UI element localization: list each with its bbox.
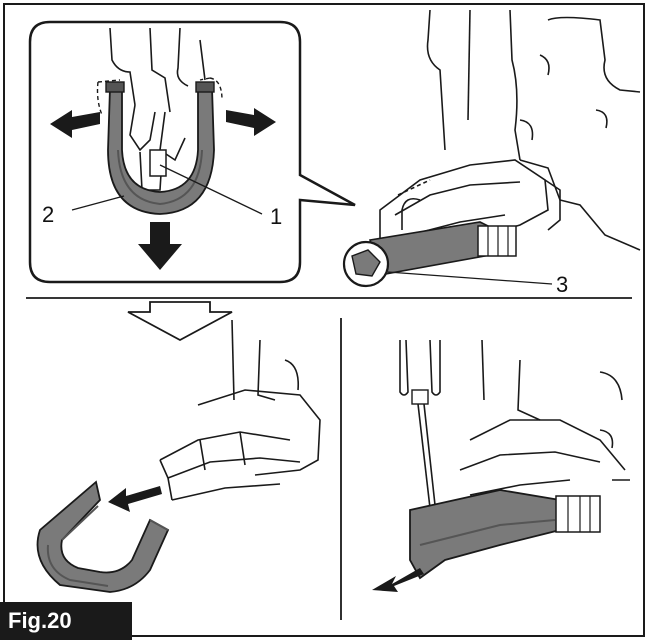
arrow-pull-down: [138, 222, 182, 270]
figure-frame: [3, 3, 645, 637]
clip-being-pried: [409, 489, 561, 580]
screwdriver-handle: [399, 339, 441, 396]
clip-hook-right: [195, 81, 215, 93]
step-arrow-hollow: [127, 301, 233, 342]
arrow-spread-right: [226, 108, 276, 136]
arrow-pull-out: [108, 486, 162, 512]
leader-2: [71, 195, 125, 211]
guide-collar-right: [555, 495, 601, 533]
stud-part-1: [149, 149, 167, 177]
arrow-pry-direction: [372, 568, 424, 592]
screwdriver-view: [372, 339, 630, 592]
callout-2: 2: [42, 202, 54, 227]
figure-label: Fig.20: [0, 602, 132, 640]
dashed-original-outline: [96, 77, 223, 116]
arrow-spread-left: [50, 110, 100, 138]
leader-1: [159, 164, 263, 215]
leader-3: [387, 271, 553, 285]
tool-overview: [379, 9, 641, 251]
inset-callout-frame: [28, 20, 356, 284]
callout-3: 3: [556, 272, 568, 297]
callout-1: 1: [270, 204, 282, 229]
blade-guide-assembly: [342, 221, 553, 288]
clip-inner-edge: [117, 149, 203, 206]
inset-tool-body: [109, 27, 206, 191]
clip-hook-left: [105, 81, 125, 93]
tool-removed-view: [159, 319, 321, 501]
guide-collar: [477, 225, 517, 257]
detail-inset: [28, 20, 356, 284]
clip-end-3: [351, 249, 381, 277]
clip-part-2: [107, 87, 215, 215]
removed-clip: [36, 480, 170, 593]
